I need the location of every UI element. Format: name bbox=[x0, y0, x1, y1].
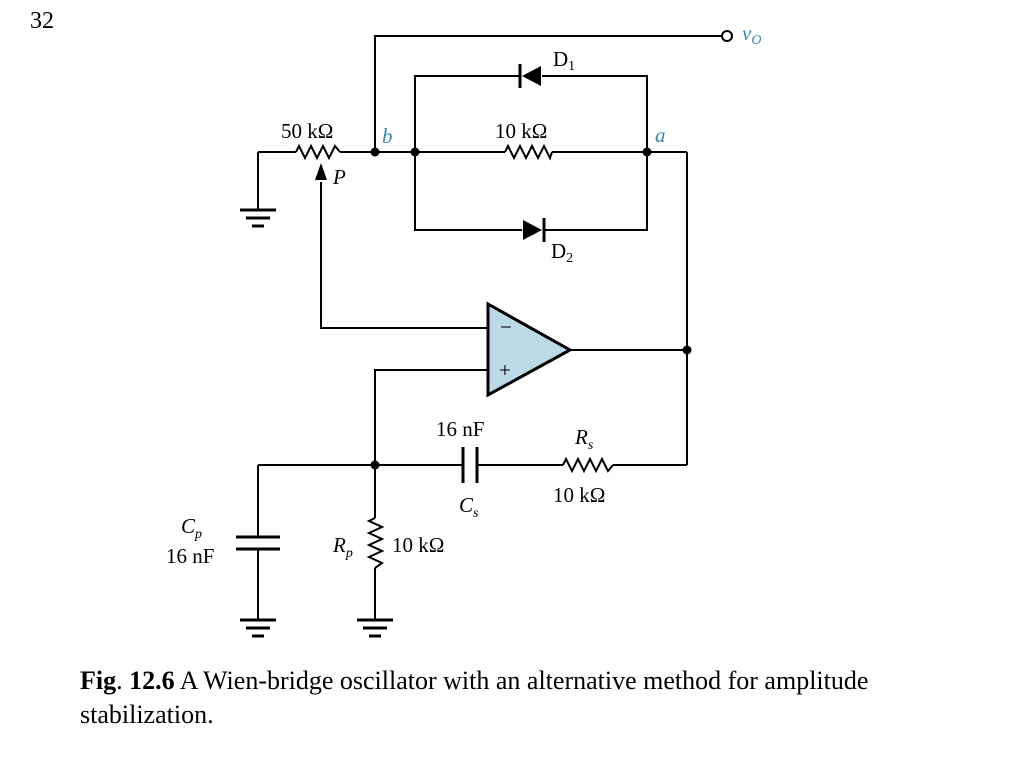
cs-name-label: Cs bbox=[459, 493, 479, 521]
node-b-dot bbox=[370, 147, 380, 157]
node-b-label: b bbox=[382, 124, 393, 148]
pot-value-label: 50 kΩ bbox=[281, 119, 333, 143]
cp-capacitor-icon bbox=[236, 535, 280, 551]
ground-icon bbox=[240, 208, 276, 228]
diode-d1-label: D1 bbox=[553, 47, 575, 74]
rp-value-label: 10 kΩ bbox=[392, 533, 444, 557]
potentiometer-icon bbox=[295, 143, 341, 161]
pot-wiper-label: P bbox=[332, 165, 346, 189]
cs-value-label: 16 nF bbox=[436, 417, 484, 441]
feedback-resistor-label: 10 kΩ bbox=[495, 119, 547, 143]
wiper-arrow-icon bbox=[315, 163, 327, 180]
figure-label: Fig bbox=[80, 666, 117, 695]
junction-dots bbox=[370, 147, 692, 470]
cp-name-label: Cp bbox=[181, 514, 202, 542]
diode-d1-icon bbox=[518, 64, 541, 88]
ground-icon bbox=[357, 618, 393, 638]
opamp-minus-label: − bbox=[500, 315, 512, 339]
page-number: 32 bbox=[30, 8, 54, 34]
noninverting-junction-dot bbox=[370, 460, 380, 470]
output-label: vO bbox=[742, 21, 761, 48]
op-amp-icon bbox=[486, 301, 574, 398]
node-a-label: a bbox=[655, 123, 666, 147]
rs-resistor-icon bbox=[562, 456, 614, 474]
rp-resistor-icon bbox=[366, 517, 385, 569]
figure-caption: Fig. 12.6 A Wien-bridge oscillator with … bbox=[80, 666, 869, 729]
cp-value-label: 16 nF bbox=[166, 544, 214, 568]
ground-icon bbox=[240, 618, 276, 638]
feedback-resistor-icon bbox=[504, 143, 553, 161]
cs-capacitor-icon bbox=[461, 447, 479, 483]
diode-d2-icon bbox=[523, 218, 546, 242]
node-a-dot bbox=[642, 147, 652, 157]
output-terminal bbox=[721, 30, 733, 42]
rs-name-label: Rs bbox=[574, 425, 594, 453]
node-junction-dot bbox=[410, 147, 420, 157]
rs-value-label: 10 kΩ bbox=[553, 483, 605, 507]
rp-name-label: Rp bbox=[332, 533, 353, 561]
opamp-plus-label: + bbox=[499, 358, 511, 382]
wien-bridge-oscillator-diagram: vO D1 D2 50 kΩ P b a 10 kΩ − + 16 nF Cs … bbox=[166, 21, 761, 638]
diode-d2-label: D2 bbox=[551, 239, 573, 266]
circuit-wires bbox=[257, 35, 722, 620]
output-junction-dot bbox=[682, 345, 692, 355]
figure-number: 12.6 bbox=[129, 666, 175, 695]
caption-text: A Wien-bridge oscillator with an alterna… bbox=[80, 666, 869, 729]
